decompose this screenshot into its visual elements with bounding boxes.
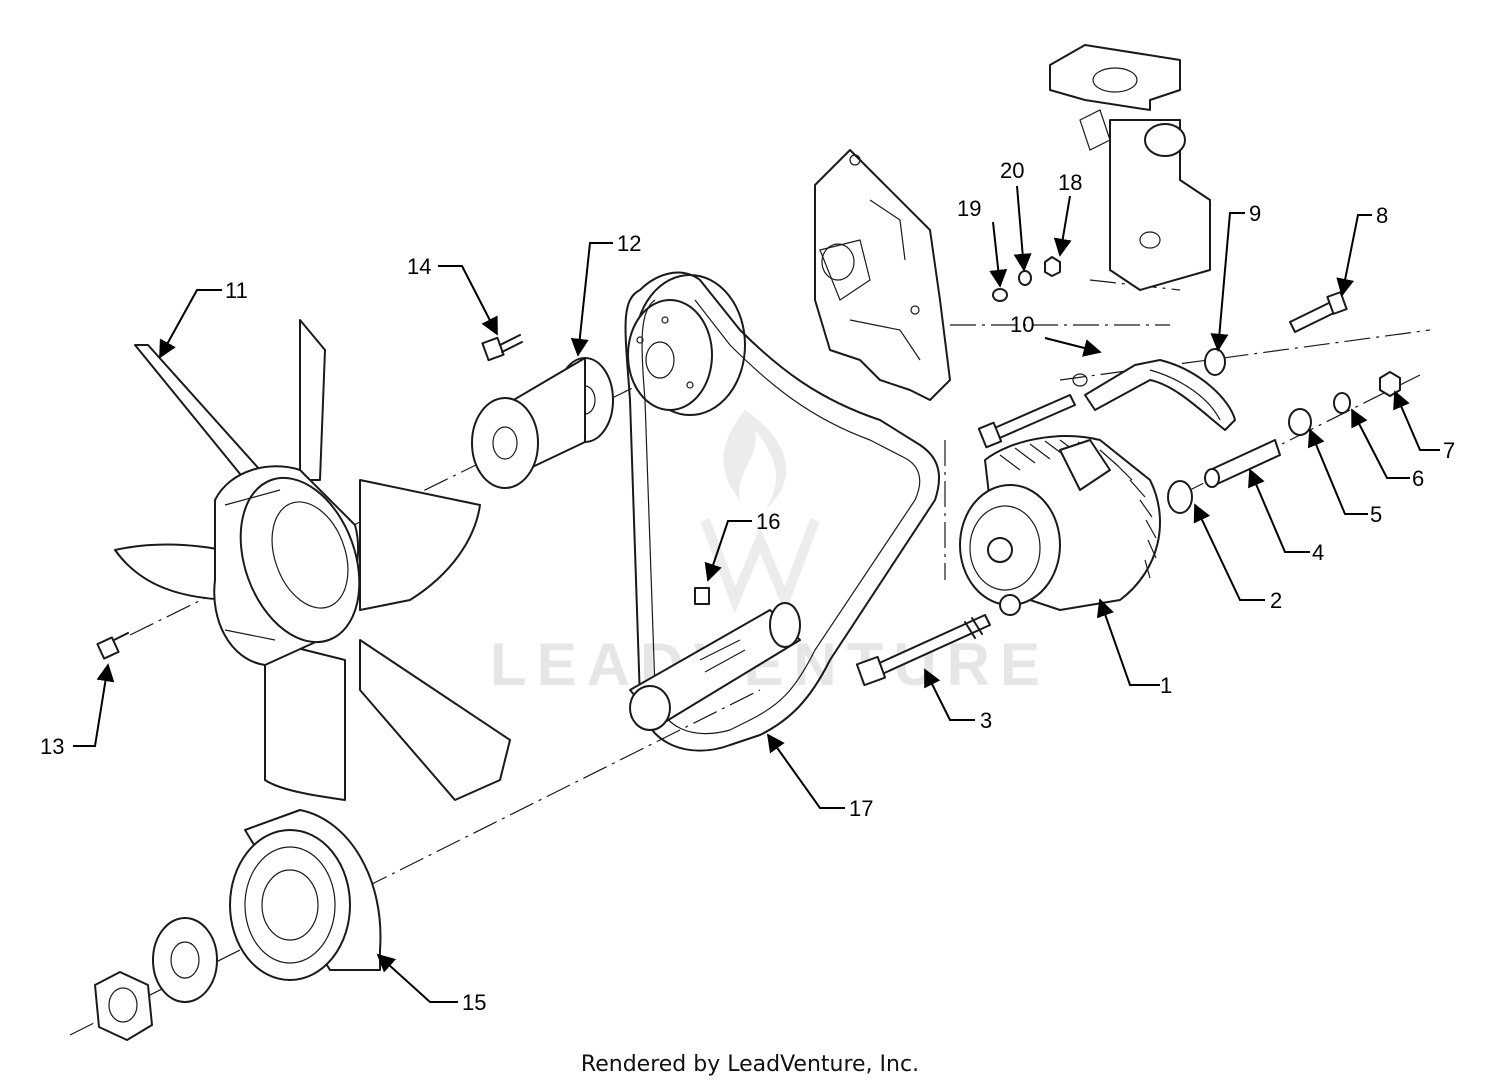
fan-assembly <box>114 319 511 801</box>
adjusting-bracket <box>1072 359 1236 431</box>
nut-18 <box>1044 256 1061 277</box>
washer-20 <box>1018 270 1032 286</box>
callout-labels: 1 2 3 4 5 6 7 8 9 10 11 12 13 14 15 16 1… <box>40 158 1455 1015</box>
screw-13 <box>96 632 129 660</box>
washer-9 <box>1204 348 1226 376</box>
callout-9: 9 <box>1249 201 1261 226</box>
callout-leaders <box>73 185 1440 1003</box>
callout-3: 3 <box>980 708 992 733</box>
upper-bolt <box>977 394 1076 449</box>
water-pump-pulley <box>627 274 746 416</box>
callout-2: 2 <box>1270 588 1282 613</box>
nut-7 <box>1379 371 1401 397</box>
crankshaft <box>629 587 801 731</box>
callout-20: 20 <box>1000 158 1024 183</box>
alternator <box>959 435 1161 616</box>
callout-7: 7 <box>1443 438 1455 463</box>
callout-17: 17 <box>849 796 873 821</box>
crankshaft-pulley <box>229 809 382 981</box>
bolt-14 <box>481 334 523 362</box>
callout-5: 5 <box>1370 502 1382 527</box>
crank-nut <box>94 971 153 1041</box>
thermostat-housing <box>1049 44 1211 291</box>
callout-14: 14 <box>407 254 431 279</box>
callout-10: 10 <box>1010 312 1034 337</box>
spacer-tube-4 <box>1204 439 1281 488</box>
callout-4: 4 <box>1312 540 1324 565</box>
callout-8: 8 <box>1376 203 1388 228</box>
washer-2 <box>1167 480 1193 514</box>
callout-6: 6 <box>1412 466 1424 491</box>
bolt-8 <box>1289 291 1348 333</box>
callout-1: 1 <box>1160 673 1172 698</box>
callout-16: 16 <box>756 509 780 534</box>
bolt-3 <box>855 614 991 687</box>
callout-13: 13 <box>40 734 64 759</box>
engine-housing <box>814 149 951 401</box>
callout-15: 15 <box>462 990 486 1015</box>
washer-5 <box>1288 408 1312 436</box>
fan-spacer <box>471 357 614 489</box>
callout-12: 12 <box>617 231 641 256</box>
callout-18: 18 <box>1058 170 1082 195</box>
footer-credit: Rendered by LeadVenture, Inc. <box>580 1052 920 1077</box>
washer-19 <box>992 288 1008 302</box>
washer-6 <box>1333 392 1351 414</box>
drive-belt <box>624 271 940 752</box>
callout-11: 11 <box>225 278 248 303</box>
crank-washer <box>152 917 218 1003</box>
callout-19: 19 <box>957 196 981 221</box>
